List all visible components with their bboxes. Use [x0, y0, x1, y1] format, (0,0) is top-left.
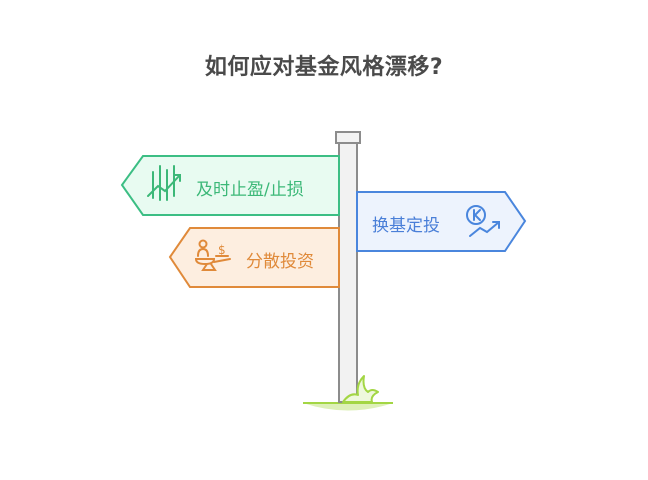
- currency-trend-icon: [466, 205, 500, 237]
- sign-take-profit-stop-loss[interactable]: [120, 155, 340, 216]
- page-title: 如何应对基金风格漂移?: [204, 55, 444, 80]
- trend-bars-icon: [147, 165, 181, 201]
- balance-scale-icon: $: [194, 239, 231, 271]
- ground: [303, 402, 393, 411]
- sign-label-diversify: 分散投资: [246, 252, 314, 272]
- svg-text:$: $: [218, 243, 226, 257]
- sign-label-take-profit: 及时止盈/止损: [196, 180, 304, 200]
- sign-diversify-investment[interactable]: $: [168, 227, 340, 288]
- sign-label-dca: 换基定投: [372, 216, 440, 236]
- sign-switch-fund-dca[interactable]: [356, 191, 527, 252]
- grass-icon: [342, 375, 379, 403]
